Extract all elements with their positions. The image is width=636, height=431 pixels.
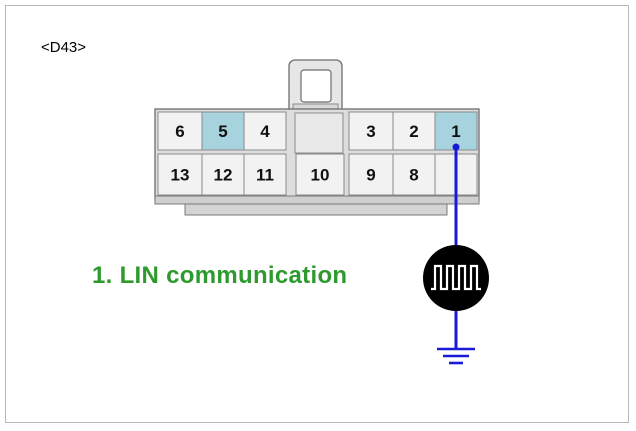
square-wave-icon — [423, 245, 489, 311]
pin-9: 9 — [348, 153, 394, 196]
pin-label-9: 9 — [366, 166, 375, 185]
pin-label-2: 2 — [409, 122, 418, 141]
pin-10: 10 — [295, 153, 345, 196]
caption-lin-communication: 1. LIN communication — [92, 262, 348, 289]
pin-5: 5 — [201, 111, 245, 151]
pin-label-12: 12 — [214, 166, 233, 185]
pin-4: 4 — [243, 111, 287, 151]
pin-6: 6 — [157, 111, 203, 151]
pin-label-8: 8 — [409, 166, 418, 185]
pin-12: 12 — [201, 153, 245, 196]
pin-label-6: 6 — [175, 122, 184, 141]
pin-11: 11 — [243, 153, 287, 196]
pin-8: 8 — [392, 153, 436, 196]
ground-icon — [437, 347, 475, 365]
pin-label-13: 13 — [171, 166, 190, 185]
pin-label-3: 3 — [366, 122, 375, 141]
pin-3: 3 — [348, 111, 394, 151]
pin-13: 13 — [157, 153, 203, 196]
pins-layer: 6 5 4 3 2 1 13 12 11 10 9 8 — [157, 111, 478, 196]
pin-2: 2 — [392, 111, 436, 151]
probe-point — [452, 143, 460, 151]
connector-label: <D43> — [41, 39, 87, 56]
pin-label-5: 5 — [218, 122, 227, 141]
pin-label-1: 1 — [451, 122, 460, 141]
pin-label-11: 11 — [256, 166, 274, 185]
pin-label-10: 10 — [311, 166, 330, 185]
pin-label-4: 4 — [260, 122, 270, 141]
